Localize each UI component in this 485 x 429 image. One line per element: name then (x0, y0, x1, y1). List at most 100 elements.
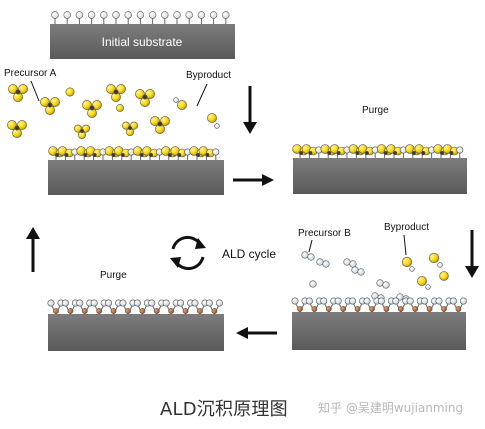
precursor-b-atom (90, 299, 98, 307)
byproduct-molecule (417, 276, 427, 286)
byproduct-hydrogen (437, 262, 443, 268)
precursor-a-label: Precursor A (4, 68, 57, 79)
purge-bottom-label: Purge (100, 270, 127, 281)
precursor-a-ligand (92, 100, 102, 110)
precursor-a-center (177, 152, 182, 158)
metal-center (211, 308, 218, 314)
substrate-rect (50, 24, 235, 59)
precursor-a-center (47, 102, 53, 108)
precursor-b-label: Precursor B (298, 228, 351, 239)
hydrogen-atom (136, 11, 145, 19)
precursor-a-center (336, 150, 341, 156)
metal-center (153, 308, 160, 314)
precursor-a-ligand (40, 97, 50, 107)
precursor-b-atom (133, 299, 141, 307)
precursor-a-center (54, 152, 60, 158)
precursor-a-ligand (150, 116, 160, 126)
metal-center (369, 306, 375, 312)
hydrogen-atom (212, 148, 220, 156)
metal-center (53, 308, 59, 314)
precursor-b-atom (376, 279, 384, 287)
precursor-b-atom (392, 297, 400, 305)
precursor-a-center (308, 150, 313, 156)
adsorbed-precursor-a-row (292, 144, 464, 158)
precursor-b-atom (322, 260, 330, 268)
metal-center (383, 306, 390, 312)
precursor-a-center (392, 150, 398, 156)
precursor-b-atom (215, 299, 223, 307)
precursor-a-ligand (50, 97, 60, 107)
precursor-b-substrate (291, 297, 467, 350)
precursor-b-atom (205, 299, 213, 307)
precursor-b-atom (76, 299, 84, 307)
precursor-b-atom (301, 251, 309, 259)
precursor-a-center (439, 150, 445, 156)
precursor-b-atom (61, 299, 69, 307)
hydrogen-atom (100, 11, 108, 19)
hydrogen-atom (63, 11, 71, 19)
hydrogen-atom (87, 11, 96, 19)
byproduct-molecule (177, 100, 187, 110)
metal-center (168, 308, 175, 314)
hydrogen-atom (75, 11, 84, 19)
up-arrow-left (26, 227, 40, 272)
precursor-a-ligand (8, 84, 18, 94)
metal-center (397, 306, 404, 312)
precursor-b-pointer (308, 239, 313, 253)
byproduct-top-pointer (196, 83, 208, 107)
metal-center (412, 306, 419, 312)
hydrogen-atom (456, 146, 464, 154)
precursor-b-atom (349, 260, 357, 268)
precursor-a-ligand (145, 89, 155, 99)
precursor-a-center (298, 150, 304, 156)
precursor-a-ligand (122, 121, 130, 130)
purge-top-substrate (292, 144, 467, 194)
precursor-b-atom (316, 258, 324, 266)
caption-title: ALD沉积原理图 (160, 399, 288, 420)
metal-center (197, 308, 203, 314)
metal-center (125, 308, 131, 314)
precursor-a-center (205, 152, 210, 158)
precursor-b-gas-molecules (301, 251, 449, 303)
precursor-b-atom (421, 297, 429, 305)
byproduct-bottom-pointer (403, 234, 407, 256)
precursor-a-center (157, 121, 163, 127)
hydrogen-atom (51, 11, 59, 19)
precursor-a-ligand (116, 84, 126, 94)
cycle-icon (170, 235, 206, 271)
precursor-b-atom (191, 299, 199, 307)
metal-center (340, 306, 347, 312)
precursor-a-center (449, 150, 454, 156)
precursor-b-atom (307, 253, 315, 261)
byproduct-hydrogen (173, 97, 179, 103)
precursor-b-atom (305, 297, 313, 305)
byproduct-hydrogen (425, 284, 431, 290)
precursor-a-ligand (82, 100, 92, 110)
initial-substrate-label: Initial substrate (102, 35, 183, 49)
precursor-a-ligand (82, 124, 90, 133)
precursor-b-atom (105, 299, 113, 307)
precursor-a-center (15, 89, 21, 95)
hydrogen-atom (209, 11, 218, 19)
byproduct-molecule (401, 256, 413, 268)
metal-center (81, 308, 88, 314)
precursor-a-center (421, 150, 426, 156)
hydrogen-atom (112, 11, 120, 19)
precursor-a-center (89, 105, 95, 111)
precursor-b-atom (382, 281, 390, 289)
precursor-a-center (139, 152, 144, 158)
precursor-a-ligand (106, 84, 116, 94)
precursor-a-ligand (74, 124, 82, 133)
precursor-a-center (113, 89, 119, 95)
initial-substrate-block: Initial substrate (50, 11, 235, 59)
metal-center (426, 306, 433, 312)
precursor-b-atom (309, 280, 317, 288)
left-arrow (236, 327, 277, 339)
reacted-surface-row (291, 297, 467, 313)
precursor-b-atom (435, 297, 443, 305)
precursor-a-ligand (135, 89, 145, 99)
precursor-a-center (127, 125, 133, 131)
metal-center (96, 308, 103, 314)
reacted-surface-row (47, 299, 223, 315)
byproduct-molecule (207, 113, 217, 123)
